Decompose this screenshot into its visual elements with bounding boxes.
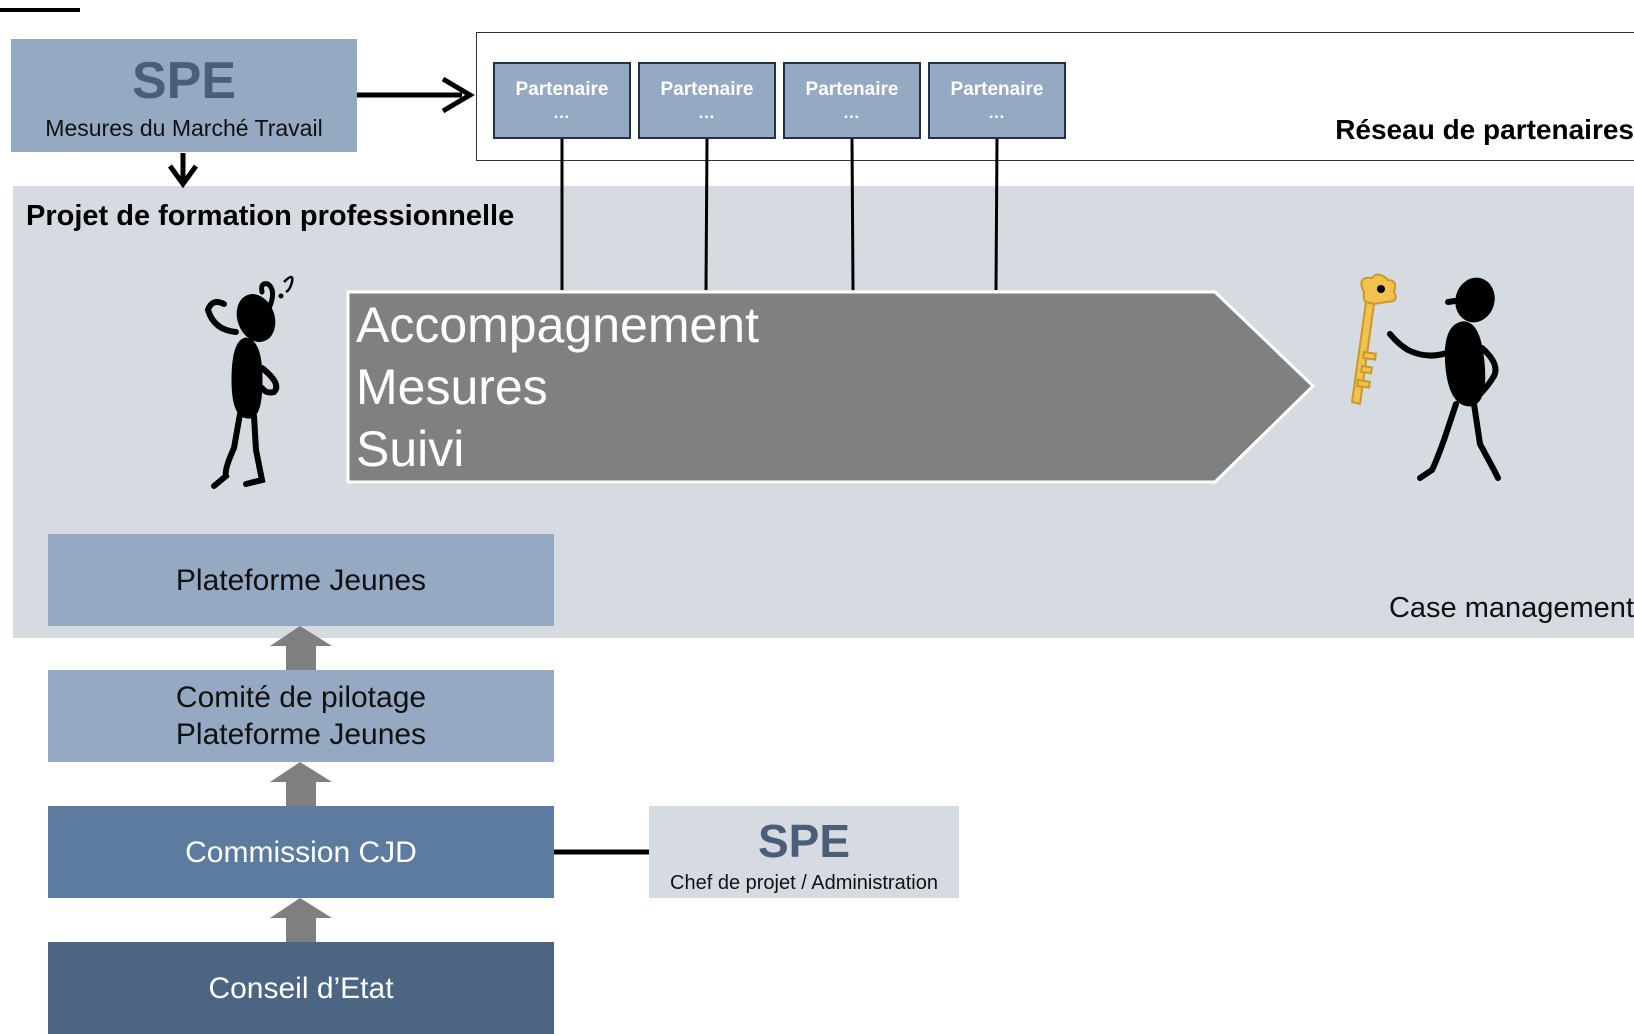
partner-label: Partenaire	[515, 79, 609, 100]
partner-ellipsis: …	[988, 103, 1006, 122]
partner-ellipsis: …	[553, 103, 571, 122]
up-arrow-1	[270, 626, 332, 670]
process-step-suivi: Suivi	[356, 421, 465, 477]
box-label: Plateforme Jeunes	[175, 563, 427, 597]
arrow-spe-to-project	[167, 153, 199, 189]
partner-ellipsis: …	[698, 103, 716, 122]
partner-box-4: Partenaire …	[928, 62, 1066, 139]
partner-connectors	[560, 138, 999, 291]
spe-title: SPE	[757, 815, 851, 867]
process-steps: Accompagnement Mesures Suivi	[356, 294, 759, 480]
partner-label: Partenaire	[950, 79, 1044, 100]
partner-ellipsis: …	[843, 103, 861, 122]
partner-box-1: Partenaire …	[493, 62, 631, 139]
plateforme-jeunes-box: Plateforme Jeunes	[48, 534, 554, 626]
up-arrow-3	[270, 898, 332, 942]
comite-pilotage-box: Comité de pilotage Plateforme Jeunes	[48, 670, 554, 762]
person-with-key-icon	[1387, 277, 1501, 481]
up-arrow-2	[270, 762, 332, 806]
arrow-spe-to-network	[357, 76, 475, 114]
thinking-person-icon	[204, 275, 294, 489]
case-management-label: Case management	[1388, 592, 1634, 624]
commission-cjd-box: Commission CJD	[48, 806, 554, 898]
process-arrow	[346, 290, 1316, 484]
box-label-line-2: Plateforme Jeunes	[175, 718, 427, 751]
spe-title: SPE	[131, 52, 237, 110]
partner-label: Partenaire	[805, 79, 899, 100]
spe-project-lead-box: SPE Chef de projet / Administration	[649, 806, 959, 898]
conseil-etat-box: Conseil d’Etat	[48, 942, 554, 1034]
process-step-mesures: Mesures	[356, 359, 548, 415]
project-title: Projet de formation professionnelle	[26, 200, 515, 232]
governance-arrows	[270, 626, 332, 942]
process-step-accompagnement: Accompagnement	[356, 297, 760, 353]
box-label-line-1: Comité de pilotage	[175, 681, 427, 714]
partner-label: Partenaire	[660, 79, 754, 100]
spe-labour-market-box: SPE Mesures du Marché Travail	[11, 39, 357, 152]
key-icon	[1350, 273, 1397, 406]
spe-subtitle: Mesures du Marché Travail	[45, 115, 323, 141]
top-rule	[0, 8, 80, 12]
box-label: Conseil d’Etat	[208, 971, 394, 1005]
partner-box-3: Partenaire …	[783, 62, 921, 139]
partner-box-2: Partenaire …	[638, 62, 776, 139]
box-label: Commission CJD	[185, 835, 417, 869]
partner-network-label: Réseau de partenaires	[1335, 114, 1634, 145]
spe-subtitle: Chef de projet / Administration	[670, 872, 938, 894]
